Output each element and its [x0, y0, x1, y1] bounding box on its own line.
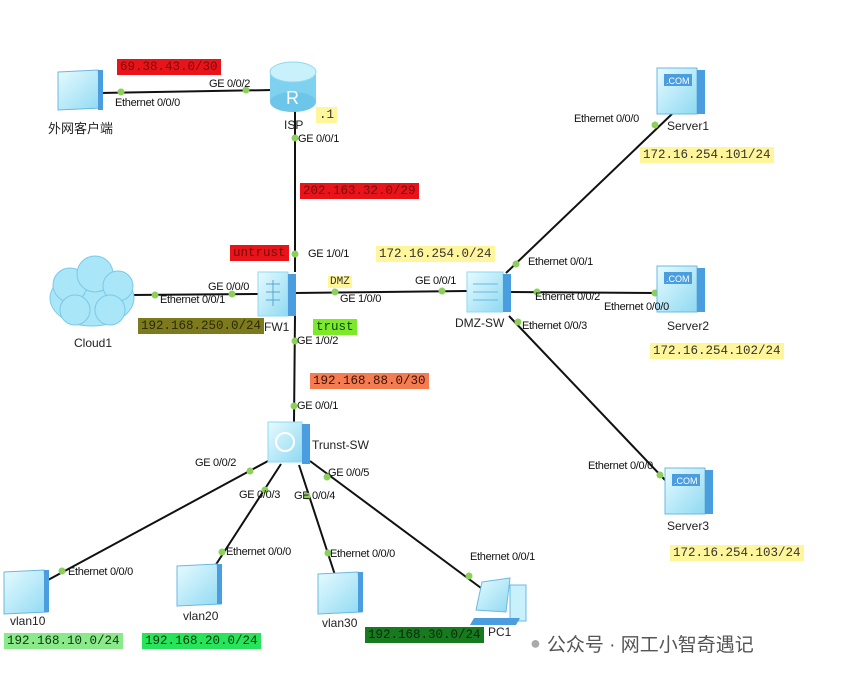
link-dmzsw-server3	[508, 315, 666, 481]
link-trustsw-vlan30	[298, 464, 336, 576]
watermark: ● 公众号 · 网工小智奇遇记	[530, 630, 754, 657]
port-label: GE 1/0/0	[340, 293, 382, 305]
svg-text:R: R	[286, 88, 299, 108]
vlan10-label: vlan10	[10, 614, 46, 628]
subnet-server3: 172.16.254.103/24	[670, 545, 804, 561]
link-trustsw-vlan10	[47, 460, 269, 581]
svg-text:.COM: .COM	[674, 476, 698, 486]
link-dmzsw-server1	[505, 113, 673, 274]
server1-label: Server1	[667, 119, 710, 133]
port-label: Ethernet 0/0/0	[574, 113, 639, 125]
isp-label: ISP	[284, 118, 304, 132]
subnet-vlan20: 192.168.20.0/24	[142, 633, 261, 649]
server2-icon[interactable]: .COM	[656, 265, 705, 313]
trust-switch-icon[interactable]	[267, 421, 310, 464]
vlan10-host-icon[interactable]	[3, 569, 49, 615]
subnet-server2: 172.16.254.102/24	[650, 343, 784, 359]
port-label: Ethernet 0/0/0	[68, 566, 133, 578]
isp-router-icon[interactable]: R	[269, 61, 317, 112]
link-trustsw-pc1	[309, 460, 482, 589]
port-label: Ethernet 0/0/1	[528, 256, 593, 268]
vlan20-label: vlan20	[183, 609, 219, 623]
subnet-cloud: 192.168.250.0/24	[138, 318, 265, 334]
port-label: Ethernet 0/0/1	[470, 551, 535, 563]
port-label: GE 1/0/1	[308, 248, 350, 260]
cloud-icon[interactable]	[49, 255, 135, 327]
subnet-vlan30: 192.168.30.0/24	[365, 627, 484, 643]
trust-zone-tag: trust	[313, 319, 357, 335]
server1-icon[interactable]: .COM	[656, 67, 705, 115]
subnet-client: 69.38.43.0/30	[117, 59, 221, 75]
pc1-icon[interactable]	[470, 577, 527, 625]
port-label: GE 0/0/2	[195, 457, 237, 469]
client-host-icon[interactable]	[57, 69, 103, 111]
untrust-zone-tag: untrust	[230, 245, 289, 261]
port-label: GE 0/0/4	[294, 490, 336, 502]
link-fw-dmzsw	[294, 290, 468, 294]
svg-text:.COM: .COM	[666, 76, 690, 86]
port-label: Ethernet 0/0/0	[604, 301, 669, 313]
port-label: Ethernet 0/0/1	[160, 294, 225, 306]
port-label: GE 0/0/1	[297, 400, 339, 412]
port-label: Ethernet 0/0/0	[330, 548, 395, 560]
port-label: GE 0/0/0	[208, 281, 250, 293]
port-label: Ethernet 0/0/0	[226, 546, 291, 558]
pc1-label: PC1	[488, 625, 512, 639]
dmz-switch-icon[interactable]	[466, 271, 511, 313]
port-label: Ethernet 0/0/2	[535, 291, 600, 303]
trust-sw-label: Trunst-SW	[312, 438, 369, 452]
server3-icon[interactable]: .COM	[664, 467, 713, 515]
subnet-dmz: 172.16.254.0/24	[376, 246, 495, 262]
vlan30-host-icon[interactable]	[317, 571, 363, 615]
subnet-isp-fw: 202.163.32.0/29	[300, 183, 419, 199]
link-trustsw-vlan20	[214, 463, 282, 567]
dmz-sw-label: DMZ-SW	[455, 316, 505, 330]
vlan30-label: vlan30	[322, 616, 358, 630]
port-label: Ethernet 0/0/3	[522, 320, 587, 332]
watermark-text: 公众号 · 网工小智奇遇记	[546, 635, 754, 656]
svg-text:.COM: .COM	[666, 274, 690, 284]
server3-label: Server3	[667, 519, 710, 533]
port-label: GE 0/0/1	[415, 275, 457, 287]
client-label: 外网客户端	[48, 121, 114, 136]
subnet-fw-trust: 192.168.88.0/30	[310, 373, 429, 389]
firewall-icon[interactable]	[257, 271, 296, 317]
port-label: GE 1/0/2	[297, 335, 339, 347]
subnet-server1: 172.16.254.101/24	[640, 147, 774, 163]
port-label: Ethernet 0/0/0	[588, 460, 653, 472]
port-label: Ethernet 0/0/0	[115, 97, 180, 109]
subnet-vlan10: 192.168.10.0/24	[4, 633, 123, 649]
isp-ip-tag: .1	[316, 107, 338, 123]
wechat-icon: ●	[530, 633, 541, 653]
server2-label: Server2	[667, 319, 710, 333]
port-dots	[58, 86, 664, 580]
cloud-label: Cloud1	[74, 336, 113, 350]
port-label: GE 0/0/5	[328, 467, 370, 479]
port-label: GE 0/0/2	[209, 78, 251, 90]
dmz-zone-tag: DMZ	[328, 276, 352, 288]
port-label: GE 0/0/3	[239, 489, 281, 501]
port-label: GE 0/0/1	[298, 133, 340, 145]
fw-label: FW1	[264, 320, 290, 334]
vlan20-host-icon[interactable]	[176, 563, 222, 607]
